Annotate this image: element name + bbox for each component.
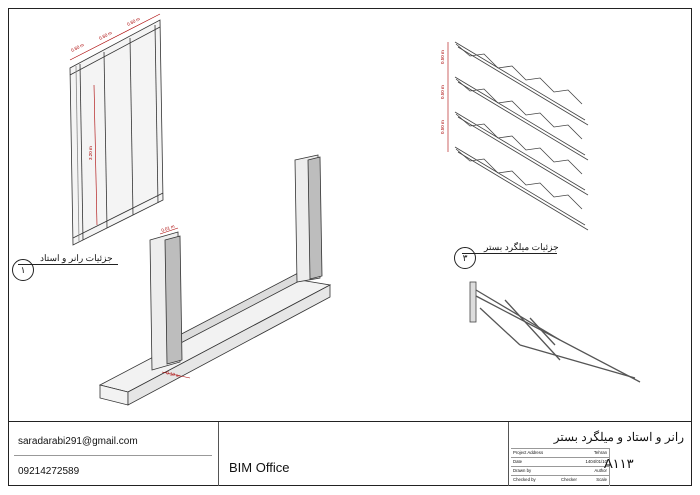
runner-stud-isometric	[98, 154, 332, 406]
sheet-number-divider	[609, 448, 610, 486]
title-block: saradarabi291@gmail.com 09214272589 BIM …	[8, 421, 692, 486]
project-info-cell: رانر و استاد و میلگرد بستر Project Addre…	[509, 422, 692, 486]
detail-3-number: ۳	[454, 247, 476, 269]
contact-cell: saradarabi291@gmail.com 09214272589	[8, 422, 219, 486]
detail-1-underline	[18, 264, 118, 265]
bed-reinforcement-isometric	[454, 41, 589, 231]
dimension-lines-detail-2	[159, 227, 191, 379]
detail-1-title: جزئیات رانر و استاد	[40, 253, 113, 263]
reinforcement-closeup	[469, 281, 641, 383]
company-name: BIM Office	[229, 460, 290, 475]
detail-1-number: ۱	[12, 259, 34, 281]
contact-divider	[14, 455, 212, 456]
phone-text: 09214272589	[18, 466, 80, 477]
project-info-rows: Project Address Tehran Date 1404/01/10 D…	[511, 448, 609, 484]
dim-runner: 0.10 m	[166, 370, 181, 378]
row-date: Date 1404/01/10	[511, 457, 609, 464]
dim-height: 3.20 m	[88, 146, 93, 160]
dim-spacing-3: 0.50 m	[440, 120, 445, 134]
drawing-sheet-border	[8, 8, 692, 486]
dim-top-2: 0.60 m	[98, 30, 113, 41]
row-checked-by: Checked by Checker Scale	[511, 475, 609, 482]
sheet-number: A۱۱۳	[604, 456, 634, 471]
dim-spacing-2: 0.50 m	[440, 85, 445, 99]
dimension-lines-detail-1	[69, 13, 161, 226]
dim-stud: 0.01 m	[161, 223, 176, 232]
project-title: رانر و استاد و میلگرد بستر	[553, 430, 684, 444]
email-text: saradarabi291@gmail.com	[18, 436, 138, 447]
dim-top-3: 0.60 m	[126, 16, 141, 27]
dim-top-1: 0.60 m	[70, 42, 85, 53]
detail-3-title: جزئیات میلگرد بستر	[484, 242, 559, 252]
drawing-area: 0.60 m 0.60 m 0.60 m 3.20 m 0.01 m 0.10 …	[69, 13, 641, 406]
detail-3-underline	[462, 253, 557, 254]
row-project-address: Project Address Tehran	[511, 448, 609, 455]
dim-spacing-1: 0.50 m	[440, 50, 445, 64]
stud-frame-elevation	[69, 19, 164, 246]
row-drawn-by: Drawn by Author	[511, 466, 609, 473]
company-cell: BIM Office	[219, 422, 509, 486]
